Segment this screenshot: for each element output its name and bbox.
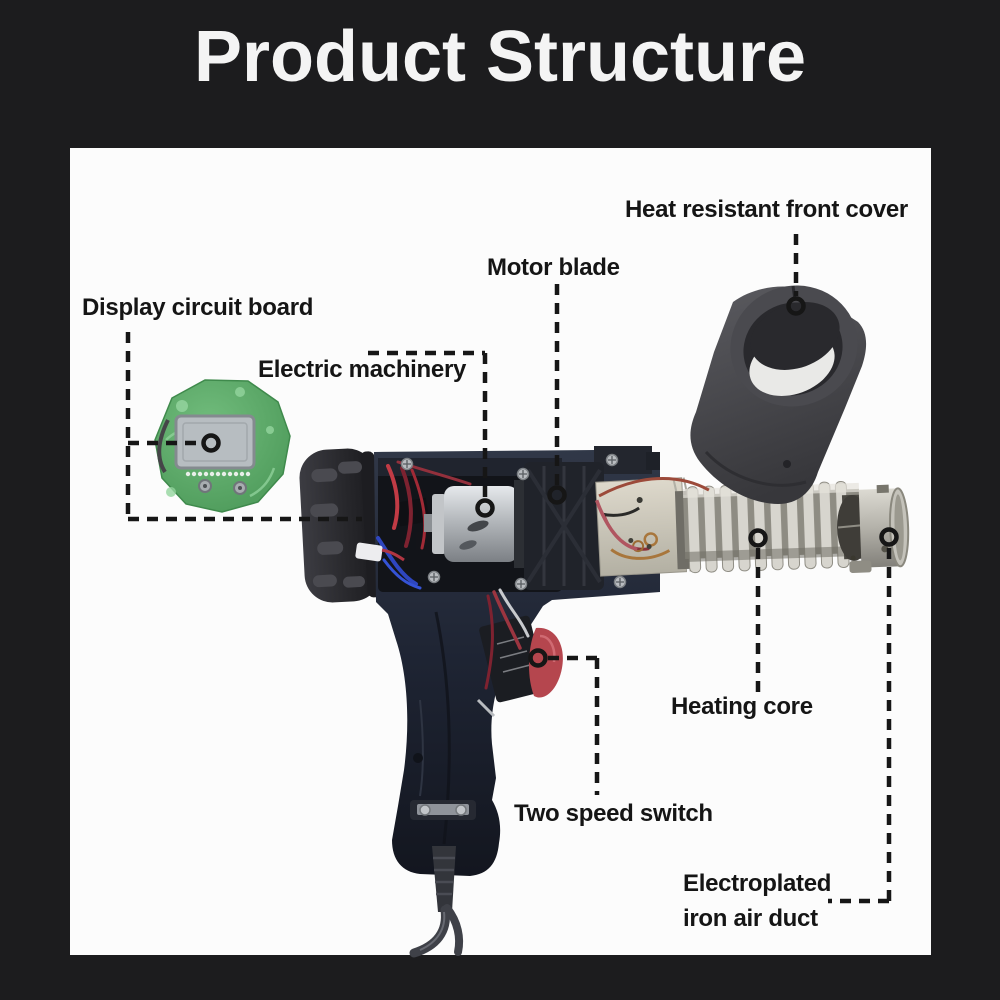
label-front-cover: Heat resistant front cover [625, 196, 908, 223]
callout-line-two-speed-switch [548, 655, 600, 795]
front-cover-photo [690, 285, 867, 504]
label-electric-machinery: Electric machinery [258, 356, 467, 383]
air-duct-photo [837, 484, 910, 573]
label-electroplated-air-duct-line1: Electroplated [683, 870, 832, 897]
callout-dot-two-speed-switch [528, 648, 548, 668]
label-heating-core: Heating core [671, 693, 813, 720]
callout-markers [201, 296, 899, 668]
jst-connector [355, 542, 383, 562]
solder-dots [185, 471, 251, 477]
internal-wires [376, 460, 472, 590]
callout-dot-display-board [201, 433, 221, 453]
display-circuit-board-photo [154, 379, 291, 513]
label-motor-blade: Motor blade [487, 254, 620, 281]
callout-dot-heating-core [748, 528, 768, 548]
cord-clamp [410, 800, 476, 820]
callout-dot-front-cover [786, 296, 806, 316]
pcb-wire [157, 419, 170, 474]
screws [400, 453, 627, 591]
label-electroplated-air-duct-line2: iron air duct [683, 905, 818, 932]
callout-dot-electric-machinery [475, 498, 495, 518]
rear-cap [299, 448, 382, 603]
callout-line-electric-machinery [368, 350, 488, 497]
callout-dot-air-duct [879, 527, 899, 547]
heat-gun-body-photo [299, 446, 910, 958]
label-electroplated-air-duct: Electroplated iron air duct [683, 866, 831, 936]
power-cord [409, 846, 464, 958]
label-two-speed-switch: Two speed switch [514, 800, 713, 827]
handle-wires [484, 588, 530, 690]
heating-core-photo [598, 477, 862, 574]
callout-line-air-duct [828, 548, 892, 904]
callout-dot-motor-blade [547, 485, 567, 505]
callout-line-display-board [125, 332, 362, 522]
motor [424, 480, 524, 568]
fan-housing [524, 462, 604, 590]
mica-box [595, 477, 693, 577]
callout-lines [125, 234, 892, 904]
label-display-circuit-board: Display circuit board [82, 294, 314, 321]
page-title: Product Structure [193, 17, 807, 97]
